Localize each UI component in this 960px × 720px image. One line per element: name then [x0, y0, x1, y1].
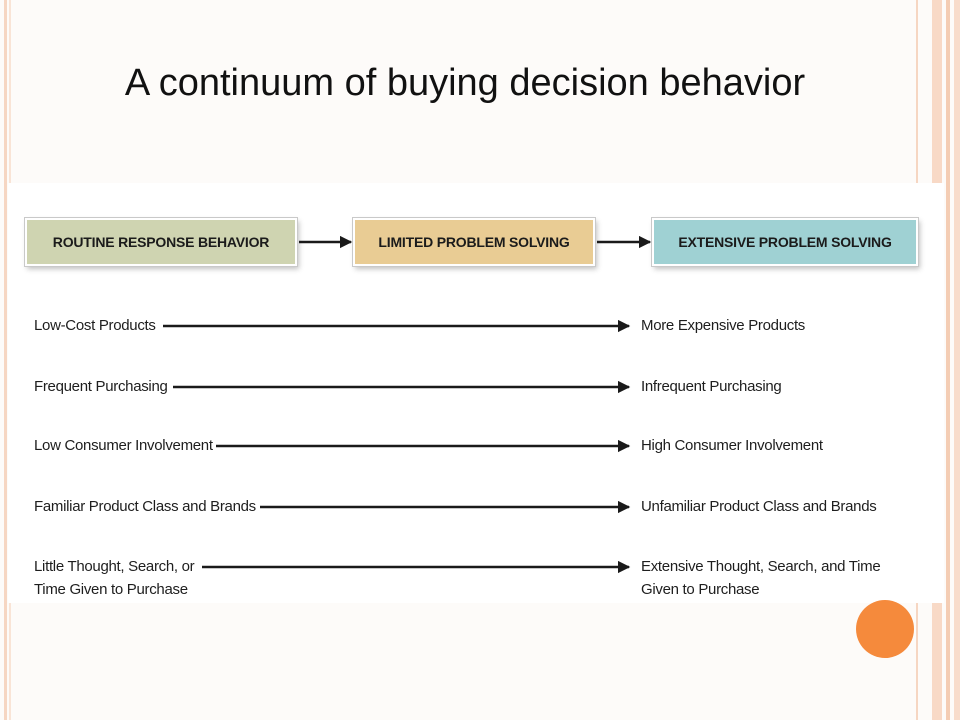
accent-circle-decoration: [856, 600, 914, 658]
continuum-left-label: Little Thought, Search, or: [34, 558, 195, 575]
continuum-right-label: Extensive Thought, Search, and Time: [641, 558, 881, 575]
continuum-left-label: Frequent Purchasing: [34, 378, 168, 395]
stage-label: ROUTINE RESPONSE BEHAVIOR: [52, 234, 270, 250]
continuum-right-label: High Consumer Involvement: [641, 437, 823, 454]
continuum-right-label: Unfamiliar Product Class and Brands: [641, 498, 877, 515]
slide-title: A continuum of buying decision behavior: [124, 62, 806, 104]
continuum-left-label: Familiar Product Class and Brands: [34, 498, 256, 515]
stage-box-extensive-problem-solving: EXTENSIVE PROBLEM SOLVING: [652, 218, 918, 266]
left-border-stripe: [4, 0, 7, 720]
continuum-left-label: Time Given to Purchase: [34, 581, 188, 598]
stage-box-routine-response: ROUTINE RESPONSE BEHAVIOR: [25, 218, 297, 266]
continuum-left-label: Low-Cost Products: [34, 317, 156, 334]
stage-label: LIMITED PROBLEM SOLVING: [378, 234, 570, 250]
continuum-right-label: Given to Purchase: [641, 581, 760, 598]
right-border-stripe: [946, 0, 950, 720]
right-border-stripe: [954, 0, 960, 720]
stage-label: EXTENSIVE PROBLEM SOLVING: [678, 234, 892, 250]
buying-decision-diagram: ROUTINE RESPONSE BEHAVIOR LIMITED PROBLE…: [8, 183, 944, 603]
continuum-right-label: More Expensive Products: [641, 317, 806, 334]
stage-box-limited-problem-solving: LIMITED PROBLEM SOLVING: [353, 218, 595, 266]
arrows-layer: [163, 235, 652, 574]
continuum-left-label: Low Consumer Involvement: [34, 437, 213, 454]
continuum-right-label: Infrequent Purchasing: [641, 378, 782, 395]
